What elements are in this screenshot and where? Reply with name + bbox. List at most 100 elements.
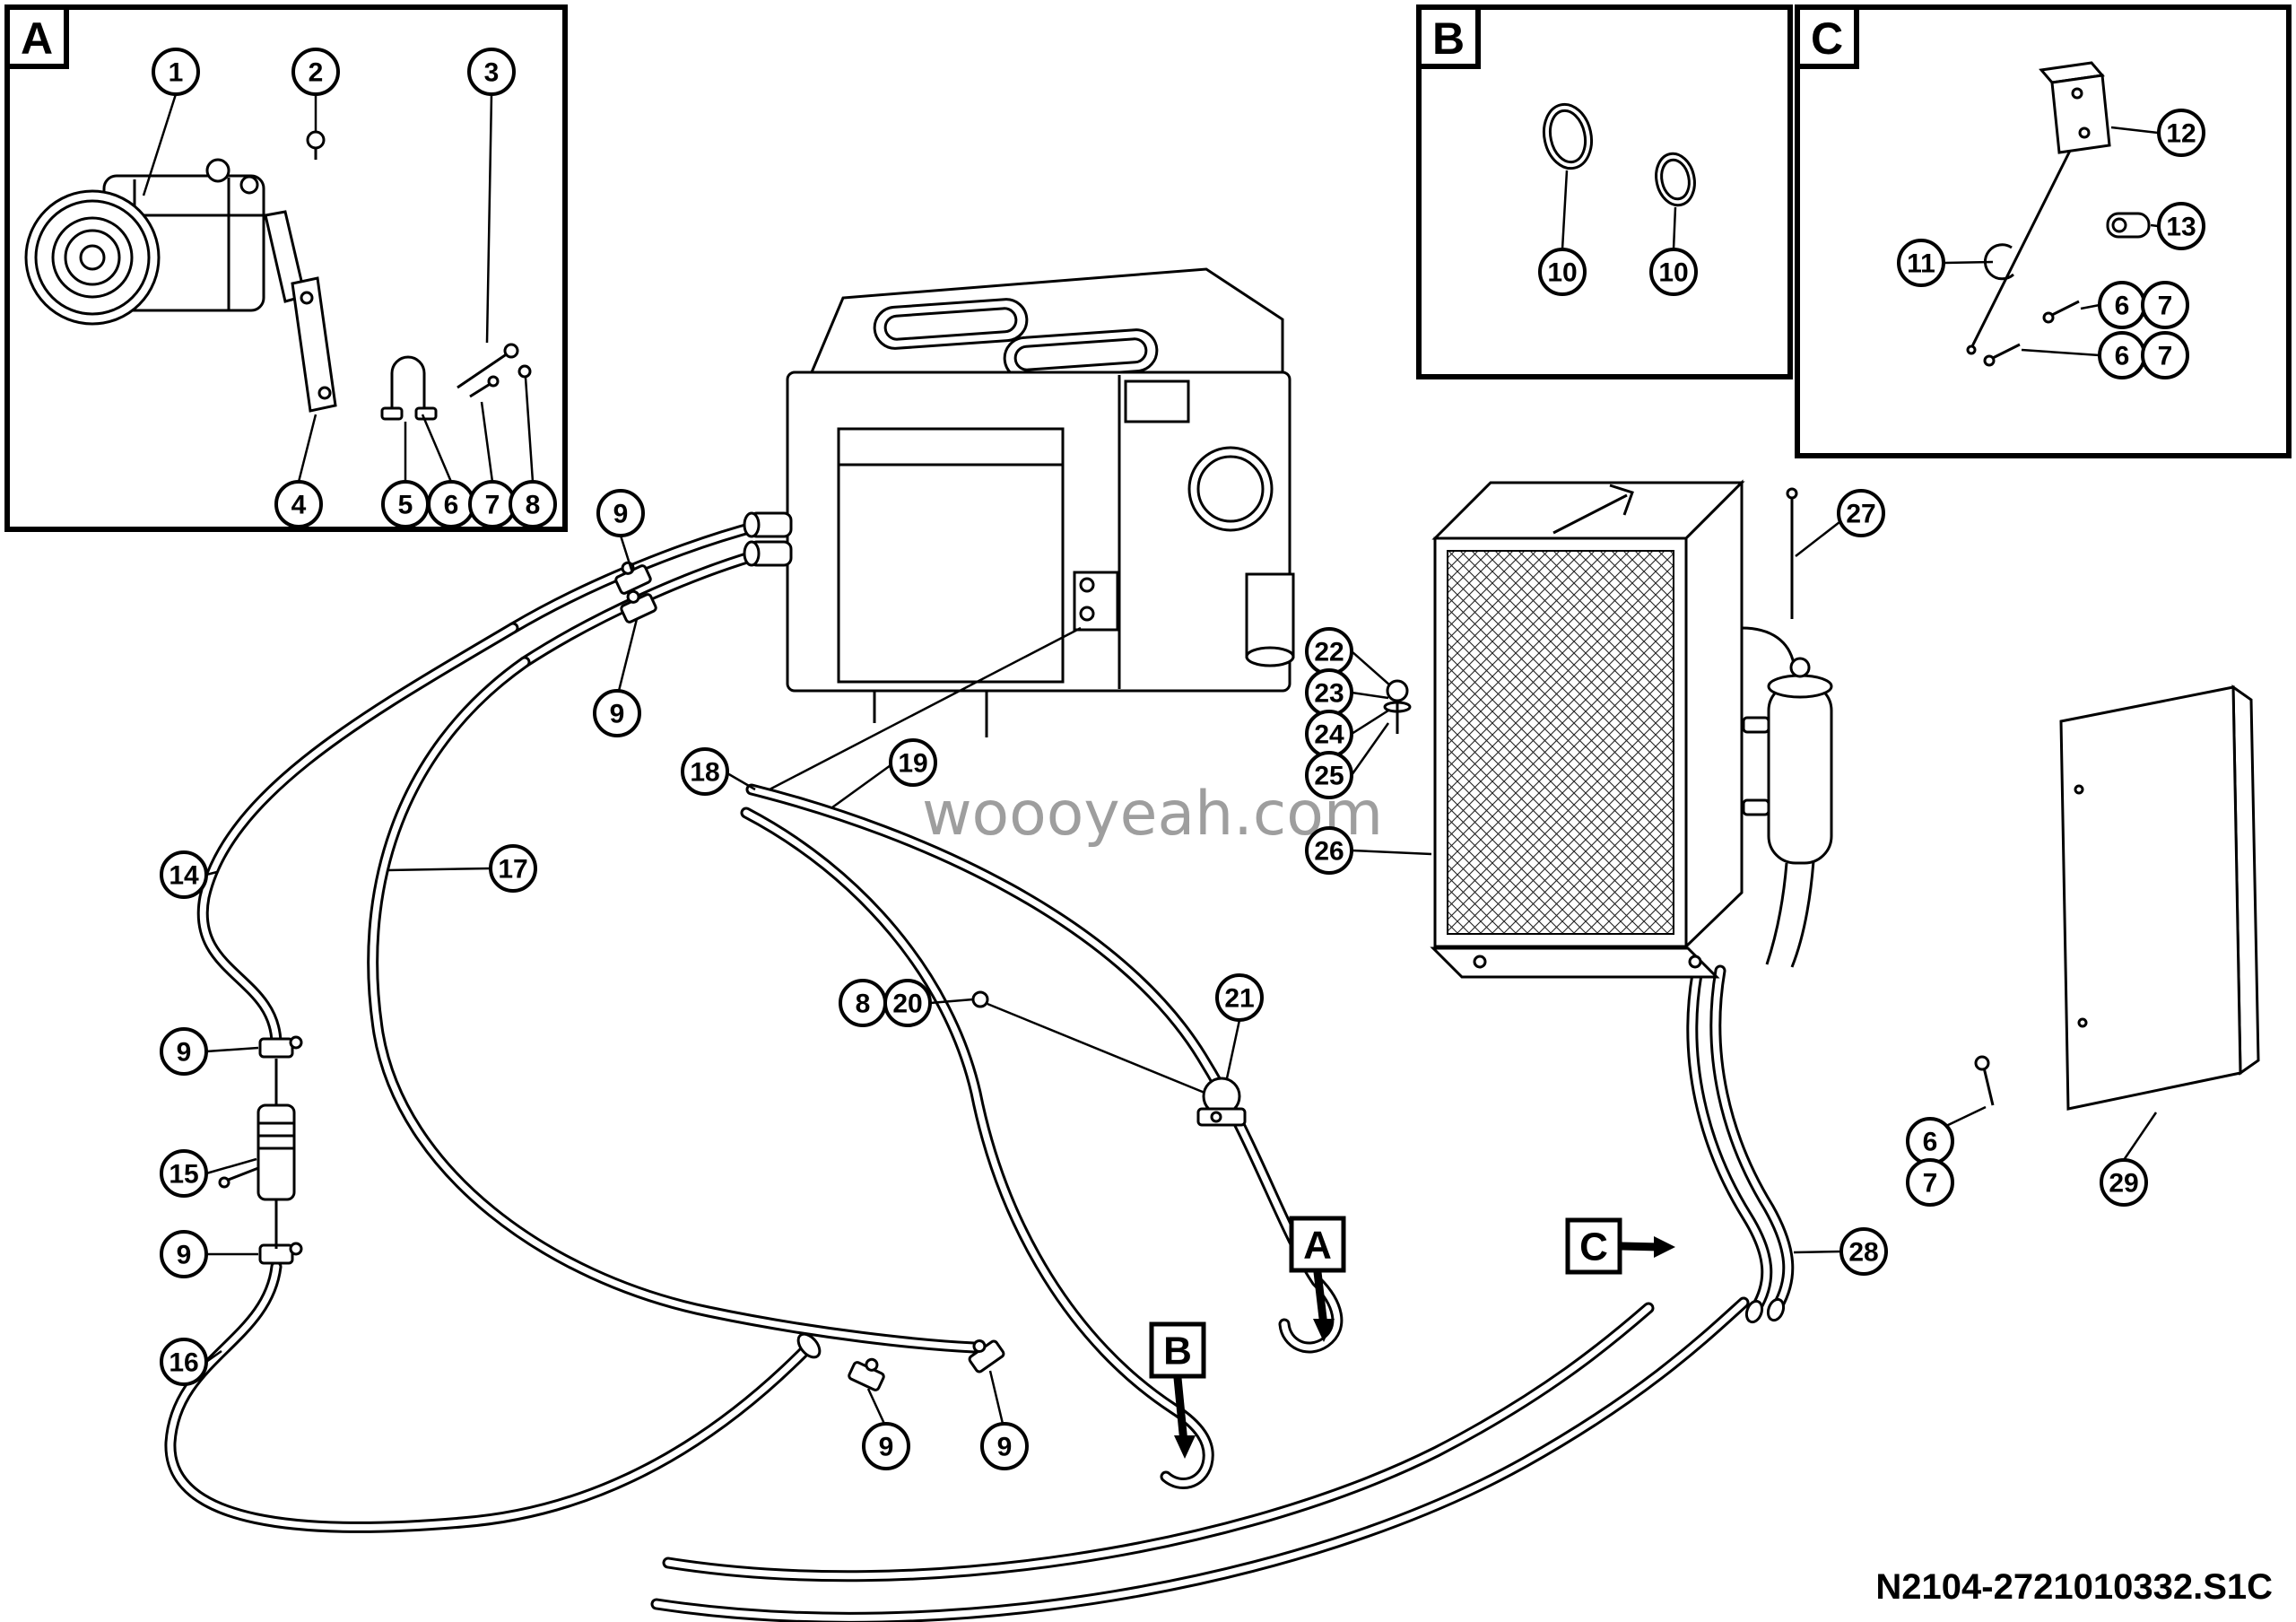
callout-10-label: 10 xyxy=(1547,258,1577,288)
o-ring-inner xyxy=(1660,158,1691,201)
callout-9-label: 9 xyxy=(177,1241,192,1270)
o-ring-10-1 xyxy=(1542,102,1594,170)
bolt-3-shaft xyxy=(457,352,509,389)
callout-7-label: 7 xyxy=(2158,292,2173,321)
callout-19-label: 19 xyxy=(898,749,927,779)
inset-a-tab-box xyxy=(4,4,69,69)
callout-12-label: 12 xyxy=(2166,119,2196,149)
callout-18: 18 xyxy=(681,747,729,796)
o-ring-inner xyxy=(1548,109,1587,164)
callout-10-1: 10 xyxy=(1538,248,1587,296)
callout-6-2: 6 xyxy=(2098,281,2146,329)
marker-c: C xyxy=(1565,1217,1675,1275)
callout-21: 21 xyxy=(1215,973,1264,1022)
condenser-core xyxy=(1447,550,1674,935)
valve-ribs xyxy=(258,1121,294,1150)
callout-2: 2 xyxy=(291,48,340,96)
bracket-rod xyxy=(1970,150,2072,349)
callout-6-1: 6 xyxy=(427,480,475,528)
panel-bolt-head xyxy=(1974,1055,1990,1071)
callout-9-2: 9 xyxy=(593,689,641,737)
callout-12: 12 xyxy=(2157,109,2205,157)
o-ring-10-2 xyxy=(1655,152,1696,207)
callout-22: 22 xyxy=(1305,627,1353,676)
callout-9-label: 9 xyxy=(997,1433,1013,1462)
callout-10-label: 10 xyxy=(1658,258,1688,288)
o-ring-outer xyxy=(1542,102,1594,170)
receiver-drier xyxy=(1767,682,1833,865)
callout-10-2: 10 xyxy=(1649,248,1698,296)
marker-c-letter: C xyxy=(1579,1225,1608,1269)
callout-14-label: 14 xyxy=(169,861,199,891)
receiver-drier-cap xyxy=(1789,657,1811,678)
callout-26: 26 xyxy=(1305,826,1353,875)
callout-9-1: 9 xyxy=(596,489,645,537)
drier-fitting-1 xyxy=(1742,716,1770,734)
hose-bottom-inner-run-inner xyxy=(665,1304,1652,1580)
callout-7-label: 7 xyxy=(1923,1169,1938,1199)
marker-a-arrowhead xyxy=(1313,1319,1335,1342)
marker-b-box xyxy=(1149,1321,1206,1379)
callout-9-3: 9 xyxy=(160,1027,208,1076)
marker-c-box xyxy=(1565,1217,1622,1275)
bracket-hole-1 xyxy=(300,291,314,305)
cover-panel xyxy=(1974,685,2260,1111)
mount-bracket-4 xyxy=(291,276,337,413)
callout-6-label: 6 xyxy=(2115,292,2130,321)
heater-core xyxy=(837,427,1065,684)
callout-9-label: 9 xyxy=(879,1433,894,1462)
callout-5-label: 5 xyxy=(398,491,413,520)
inset-a-frame xyxy=(4,4,568,532)
clamp-screw xyxy=(972,1339,987,1354)
callout-19: 19 xyxy=(889,738,937,787)
callout-6-label: 6 xyxy=(444,491,459,520)
callout-2-label: 2 xyxy=(309,58,324,88)
pipe-stub-lower-cap xyxy=(743,540,761,567)
callout-7-4: 7 xyxy=(1906,1158,1954,1207)
callout-16-label: 16 xyxy=(169,1348,198,1378)
leader-lines-inset-b xyxy=(1561,170,1677,250)
callout-1-label: 1 xyxy=(169,58,184,88)
callout-6-label: 6 xyxy=(1923,1128,1938,1157)
callout-4-label: 4 xyxy=(291,491,307,520)
hose-clamp-9-6 xyxy=(968,1339,1005,1373)
u-clamp-5 xyxy=(390,355,426,411)
callout-14: 14 xyxy=(160,850,208,899)
clamp-13-hole xyxy=(2111,217,2127,233)
callout-25: 25 xyxy=(1305,751,1353,799)
leader-lines-inset-c xyxy=(1944,126,2159,357)
inset-box-a: A xyxy=(4,4,568,532)
bracket-12-hole-1 xyxy=(2071,87,2083,100)
o-ring-20 xyxy=(971,990,989,1008)
callout-16: 16 xyxy=(160,1338,208,1386)
bracket-12-hole-2 xyxy=(2078,126,2091,139)
callout-7-2: 7 xyxy=(2141,281,2189,329)
part-number: N2104-2721010332.S1C xyxy=(1875,1567,2273,1607)
callout-3-label: 3 xyxy=(484,58,500,88)
callout-5: 5 xyxy=(381,480,430,528)
panel-hole-1 xyxy=(2074,784,2084,795)
hose-17-inner xyxy=(370,658,978,1351)
o-ring-outer xyxy=(1655,152,1696,207)
callout-20: 20 xyxy=(883,979,932,1027)
bracket-hole-2 xyxy=(317,386,332,400)
compressor-lug-2 xyxy=(239,175,259,195)
callout-29-label: 29 xyxy=(2109,1169,2138,1199)
marker-b-arrowhead xyxy=(1174,1435,1196,1459)
p-clamp-hole xyxy=(1210,1111,1222,1123)
heater-core-tank xyxy=(837,427,1065,467)
hose-14 xyxy=(196,622,519,1049)
callout-28-label: 28 xyxy=(1848,1238,1878,1268)
bolt-c-2-head xyxy=(1983,354,1996,367)
panel-hole-2 xyxy=(2077,1017,2088,1028)
hose-19-inner xyxy=(748,786,1341,1351)
panel-bolt-shaft xyxy=(1982,1067,1995,1106)
hvac-detail-lines xyxy=(873,375,1121,737)
drier-inlet-pipe xyxy=(1741,626,1796,665)
clamp-screw xyxy=(289,1035,303,1050)
hose-18-inner xyxy=(743,809,1212,1487)
callout-8-1: 8 xyxy=(509,480,557,528)
callout-27-label: 27 xyxy=(1846,500,1875,529)
callout-7-3: 7 xyxy=(2141,331,2189,379)
bolt-2 xyxy=(306,130,326,150)
